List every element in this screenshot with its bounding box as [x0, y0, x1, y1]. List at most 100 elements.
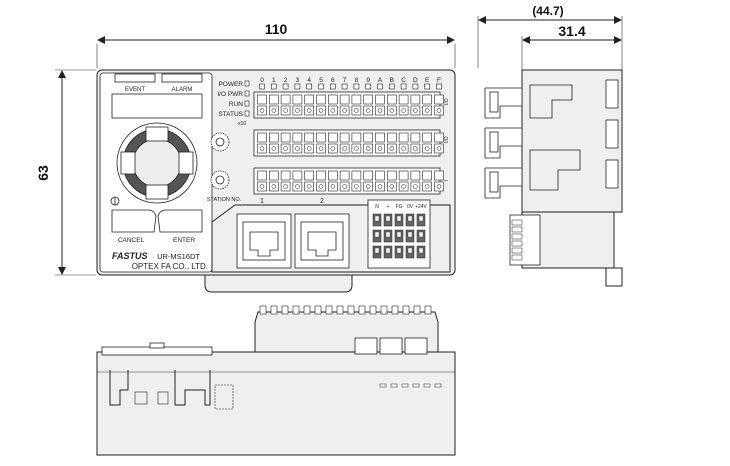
terminal-slot[interactable] [327, 170, 338, 181]
terminal-slot[interactable] [375, 94, 385, 105]
terminal-slot[interactable] [375, 143, 385, 154]
terminal-slot[interactable] [422, 181, 433, 192]
terminal-slot[interactable] [304, 181, 315, 192]
terminal-slot[interactable] [410, 170, 421, 181]
terminal-slot[interactable] [351, 94, 362, 105]
terminal-slot[interactable] [422, 94, 433, 105]
terminal-slot[interactable] [339, 94, 350, 105]
terminal-slot[interactable] [339, 181, 350, 192]
terminal-slot[interactable] [339, 170, 350, 181]
terminal-slot[interactable] [292, 94, 303, 105]
terminal-slot[interactable] [363, 143, 374, 154]
ethernet-port-1[interactable] [236, 213, 292, 269]
terminal-slot[interactable] [363, 132, 374, 143]
terminal-slot[interactable] [304, 94, 315, 105]
terminal-slot[interactable] [257, 143, 267, 154]
terminal-slot[interactable] [410, 132, 421, 143]
terminal-slot[interactable] [257, 132, 267, 143]
terminal-slot[interactable] [316, 105, 326, 116]
terminal-slot[interactable] [257, 105, 267, 116]
terminal-slot[interactable] [386, 170, 397, 181]
terminal-slot[interactable] [268, 132, 279, 143]
terminal-slot[interactable] [327, 143, 338, 154]
terminal-slot[interactable] [292, 132, 303, 143]
terminal-slot[interactable] [375, 170, 385, 181]
terminal-slot[interactable] [304, 170, 315, 181]
terminal-slot[interactable] [268, 143, 279, 154]
terminal-slot[interactable] [386, 181, 397, 192]
terminal-slot[interactable] [280, 181, 291, 192]
terminal-slot[interactable] [292, 181, 303, 192]
terminal-slot[interactable] [410, 105, 421, 116]
terminal-slot[interactable] [351, 132, 362, 143]
terminal-slot[interactable] [327, 105, 338, 116]
terminal-slot[interactable] [257, 181, 267, 192]
terminal-slot[interactable] [339, 105, 350, 116]
terminal-slot[interactable] [316, 170, 326, 181]
terminal-slot[interactable] [257, 170, 267, 181]
terminal-slot[interactable] [422, 105, 433, 116]
terminal-slot[interactable] [375, 105, 385, 116]
terminal-slot[interactable] [434, 181, 444, 192]
terminal-slot[interactable] [316, 132, 326, 143]
terminal-slot[interactable] [386, 105, 397, 116]
terminal-slot[interactable] [363, 105, 374, 116]
enter-button[interactable] [157, 209, 203, 233]
terminal-slot[interactable] [375, 132, 385, 143]
terminal-slot[interactable] [351, 143, 362, 154]
terminal-slot[interactable] [316, 181, 326, 192]
terminal-slot[interactable] [422, 132, 433, 143]
terminal-slot[interactable] [268, 170, 279, 181]
terminal-slot[interactable] [351, 105, 362, 116]
terminal-slot[interactable] [339, 132, 350, 143]
terminal-slot[interactable] [434, 132, 444, 143]
navigation-dial[interactable] [116, 122, 198, 204]
terminal-slot[interactable] [280, 105, 291, 116]
terminal-slot[interactable] [280, 94, 291, 105]
terminal-slot[interactable] [386, 132, 397, 143]
terminal-slot[interactable] [268, 181, 279, 192]
terminal-slot[interactable] [327, 181, 338, 192]
terminal-slot[interactable] [304, 143, 315, 154]
terminal-slot[interactable] [398, 132, 409, 143]
terminal-slot[interactable] [363, 181, 374, 192]
terminal-slot[interactable] [398, 105, 409, 116]
terminal-slot[interactable] [257, 94, 267, 105]
terminal-slot[interactable] [434, 105, 444, 116]
terminal-slot[interactable] [434, 143, 444, 154]
terminal-slot[interactable] [339, 143, 350, 154]
terminal-slot[interactable] [351, 181, 362, 192]
terminal-slot[interactable] [434, 94, 444, 105]
cancel-button[interactable] [111, 209, 157, 233]
terminal-slot[interactable] [398, 94, 409, 105]
terminal-slot[interactable] [304, 132, 315, 143]
terminal-slot[interactable] [292, 143, 303, 154]
terminal-slot[interactable] [422, 170, 433, 181]
terminal-slot[interactable] [434, 170, 444, 181]
rotary-switch-x10[interactable] [210, 132, 230, 152]
terminal-slot[interactable] [363, 170, 374, 181]
terminal-slot[interactable] [386, 143, 397, 154]
terminal-slot[interactable] [375, 181, 385, 192]
terminal-slot[interactable] [280, 143, 291, 154]
terminal-slot[interactable] [398, 170, 409, 181]
terminal-slot[interactable] [280, 170, 291, 181]
terminal-slot[interactable] [398, 181, 409, 192]
terminal-slot[interactable] [351, 170, 362, 181]
terminal-slot[interactable] [316, 143, 326, 154]
terminal-slot[interactable] [410, 143, 421, 154]
terminal-slot[interactable] [280, 132, 291, 143]
ethernet-port-2[interactable] [294, 213, 350, 269]
terminal-slot[interactable] [292, 170, 303, 181]
terminal-slot[interactable] [363, 94, 374, 105]
terminal-slot[interactable] [268, 94, 279, 105]
terminal-slot[interactable] [292, 105, 303, 116]
terminal-slot[interactable] [316, 94, 326, 105]
terminal-slot[interactable] [386, 94, 397, 105]
terminal-slot[interactable] [327, 94, 338, 105]
rotary-switch-x1[interactable] [210, 170, 230, 190]
terminal-slot[interactable] [327, 132, 338, 143]
terminal-slot[interactable] [422, 143, 433, 154]
terminal-slot[interactable] [410, 181, 421, 192]
